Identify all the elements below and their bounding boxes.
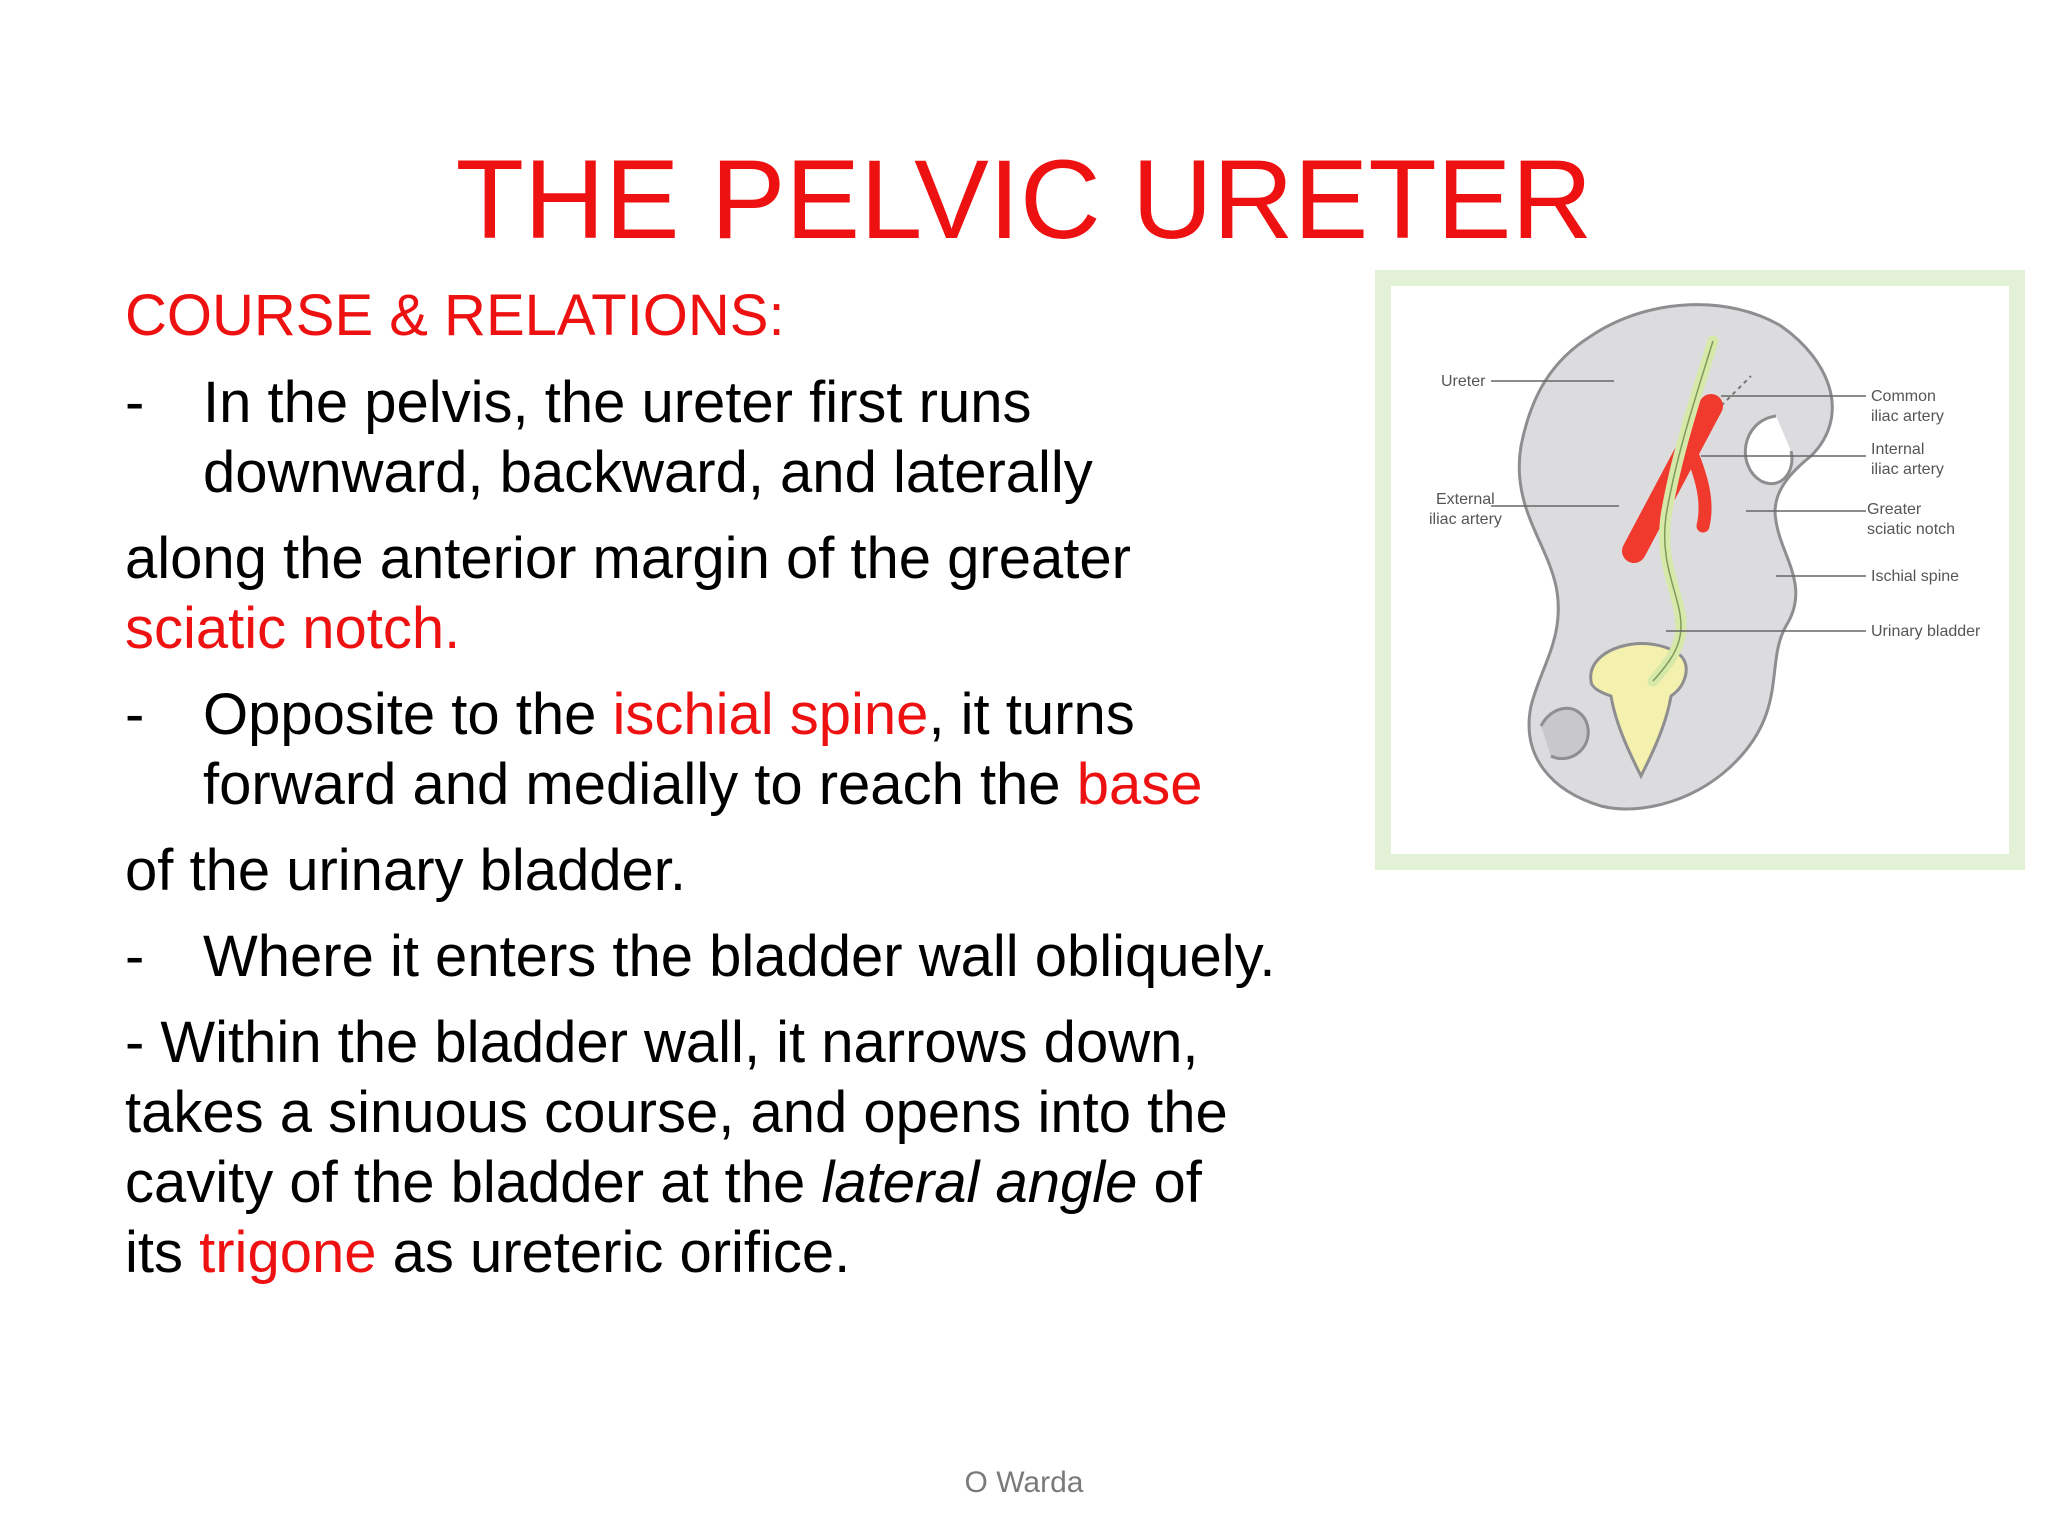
- bullet1-line1: In the pelvis, the ureter first runs: [203, 370, 1032, 435]
- anatomy-diagram: Ureter External iliac artery Common ilia…: [1429, 303, 1981, 811]
- bullet4-line1: - Within the bladder wall, it narrows do…: [125, 1010, 1199, 1075]
- label-common-iliac: iliac artery: [1871, 408, 1944, 425]
- bullet2-line3: of the urinary bladder.: [125, 838, 687, 903]
- bullet-marker: -: [125, 682, 145, 747]
- bullet2-text: forward and medially to reach the: [203, 752, 1077, 817]
- bullet4-text: as ureteric orifice.: [376, 1220, 851, 1285]
- trigone-highlight: trigone: [199, 1220, 377, 1285]
- bullet-marker: -: [125, 370, 145, 435]
- slide-title: THE PELVIC URETER: [455, 137, 1593, 262]
- bullet4-text: cavity of the bladder at the: [125, 1150, 822, 1215]
- bullet2-text: Opposite to the: [203, 682, 613, 747]
- label-ureter: Ureter: [1441, 373, 1486, 390]
- bullet4-text: of: [1137, 1150, 1202, 1215]
- bullet4-line4: its trigone as ureteric orifice.: [125, 1218, 850, 1288]
- base-highlight: base: [1076, 752, 1203, 817]
- bullet2-line1: Opposite to the ischial spine, it turns: [203, 680, 1135, 750]
- bullet1-line4: sciatic notch.: [125, 596, 461, 661]
- lateral-angle-italic: lateral angle: [821, 1150, 1138, 1215]
- obturator-shape: [1539, 706, 1590, 761]
- figure-canvas: Ureter External iliac artery Common ilia…: [1391, 286, 2009, 854]
- pelvic-ureter-figure: Ureter External iliac artery Common ilia…: [1375, 270, 2025, 870]
- bullet-marker: -: [125, 924, 145, 989]
- bullet2-line2: forward and medially to reach the base: [203, 750, 1202, 820]
- leader-lines: [1491, 380, 1866, 632]
- bullet3-line1: Where it enters the bladder wall oblique…: [203, 924, 1276, 989]
- label-greater-sciatic: sciatic notch: [1867, 521, 1955, 538]
- sciatic-notch-shape: [1744, 414, 1794, 486]
- label-external-iliac: External: [1436, 491, 1495, 508]
- bullet4-text: its: [125, 1220, 200, 1285]
- bullet1-line3: along the anterior margin of the greater: [125, 526, 1131, 591]
- bullet4-line3: cavity of the bladder at the lateral ang…: [125, 1148, 1202, 1218]
- bullet2-text: , it turns: [928, 682, 1135, 747]
- section-subheading: COURSE & RELATIONS:: [125, 283, 785, 348]
- ureter-outline: [1652, 340, 1714, 682]
- internal-iliac-artery-shape: [1684, 444, 1712, 533]
- label-internal-iliac: iliac artery: [1871, 461, 1944, 478]
- label-internal-iliac: Internal: [1871, 441, 1924, 458]
- label-greater-sciatic: Greater: [1867, 501, 1922, 518]
- bullet1-line2: downward, backward, and laterally: [203, 440, 1093, 505]
- label-common-iliac: Common: [1871, 388, 1936, 405]
- label-urinary-bladder: Urinary bladder: [1871, 623, 1981, 640]
- bullet4-line2: takes a sinuous course, and opens into t…: [125, 1080, 1228, 1145]
- footer-author: O Warda: [964, 1466, 1084, 1499]
- label-ischial-spine: Ischial spine: [1871, 568, 1959, 585]
- label-external-iliac: iliac artery: [1429, 511, 1502, 528]
- ischial-spine-highlight: ischial spine: [612, 682, 929, 747]
